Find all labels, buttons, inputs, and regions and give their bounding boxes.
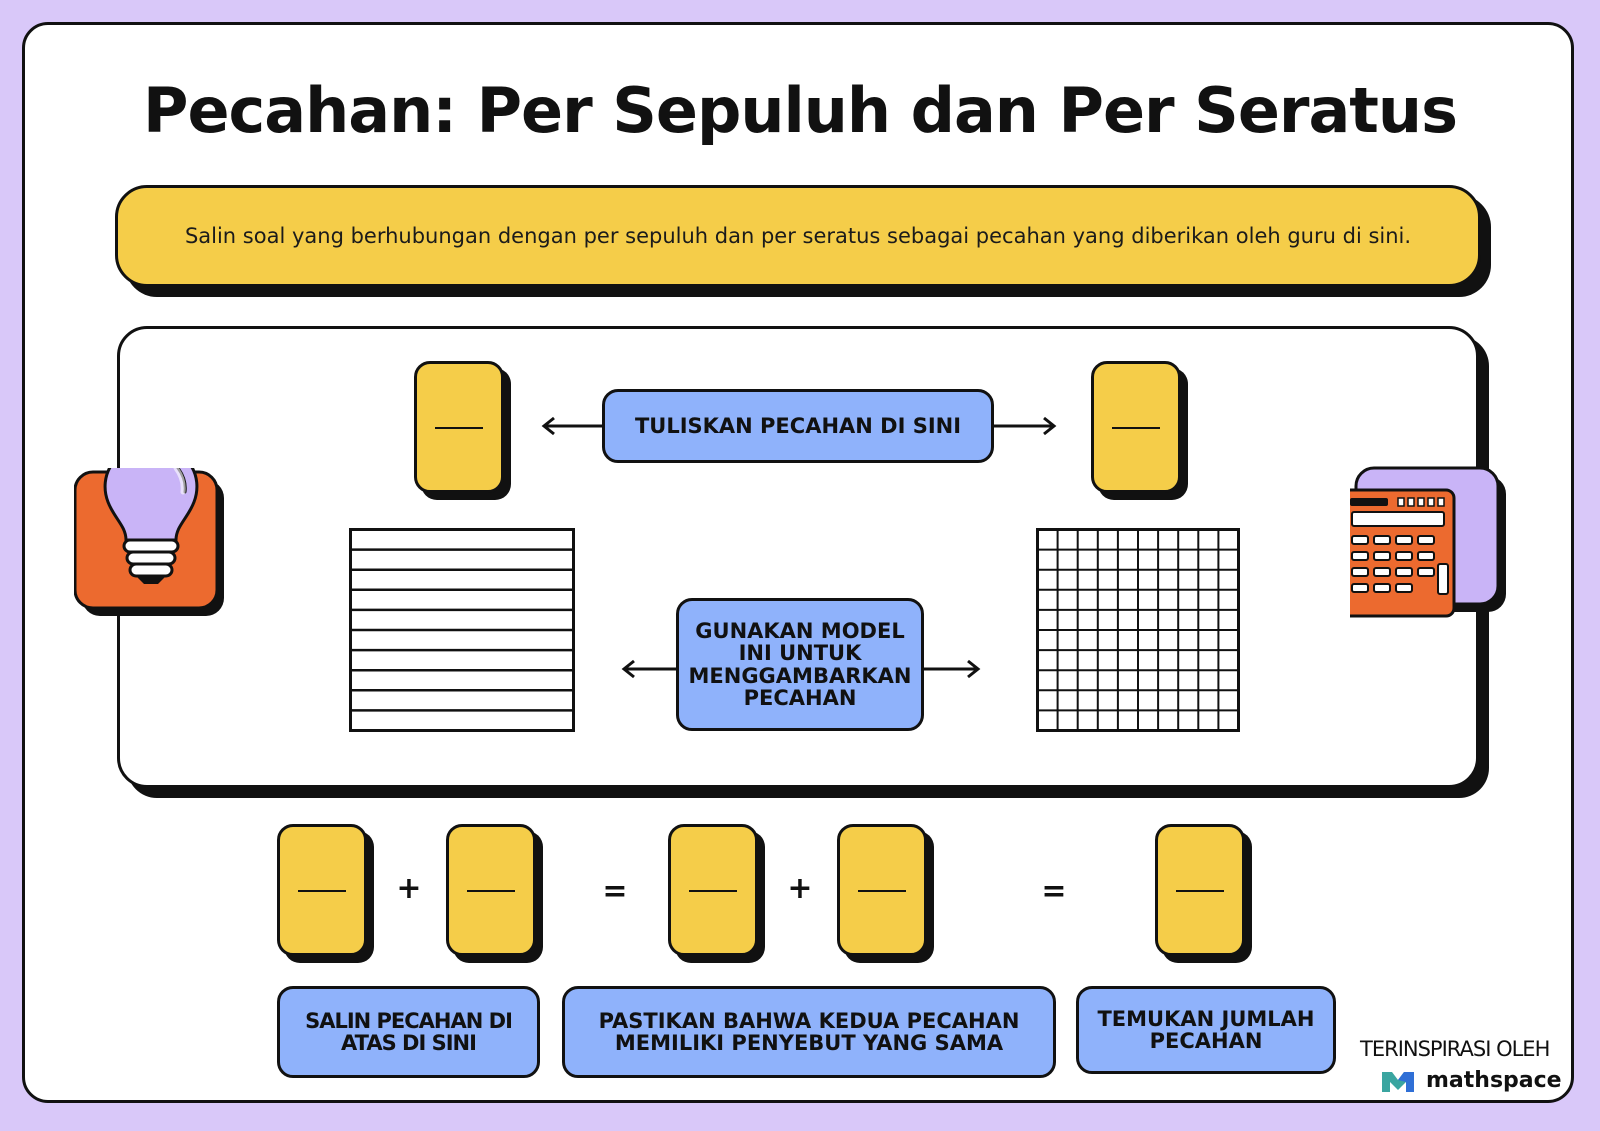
equals-sign: =: [1041, 874, 1067, 909]
hundredths-model-grid[interactable]: [1036, 528, 1240, 732]
lightbulb-icon: [73, 444, 234, 624]
tenths-model-grid[interactable]: [349, 528, 575, 732]
fraction-card-equivalent-1[interactable]: [668, 824, 758, 956]
inspired-by-text: TERINSPIRASI OLEH: [1360, 1037, 1550, 1061]
mathspace-logo-icon: [1380, 1068, 1416, 1094]
model-instruction-label: GUNAKAN MODEL INI UNTUK MENGGAMBARKAN PE…: [676, 598, 924, 731]
step-sum-label: TEMUKAN JUMLAH PECAHAN: [1076, 986, 1336, 1074]
plus-sign: +: [787, 871, 813, 906]
write-fraction-label: TULISKAN PECAHAN DI SINI: [602, 389, 994, 463]
fraction-card-tenths[interactable]: [414, 361, 504, 493]
arrow-right-icon: [924, 657, 984, 681]
page-title: Pecahan: Per Sepuluh dan Per Seratus: [143, 74, 1458, 147]
fraction-card-hundredths[interactable]: [1091, 361, 1181, 493]
fraction-card-equivalent-2[interactable]: [837, 824, 927, 956]
step-copy-label: SALIN PECAHAN DI ATAS DI SINI: [277, 986, 540, 1078]
fraction-card-sum[interactable]: [1155, 824, 1245, 956]
mathspace-brand: mathspace: [1426, 1068, 1562, 1093]
arrow-left-icon: [620, 657, 680, 681]
calculator-icon: [1340, 466, 1520, 636]
arrow-left-icon: [540, 414, 606, 438]
arrow-right-icon: [994, 414, 1060, 438]
step-denominator-label: PASTIKAN BAHWA KEDUA PECAHAN MEMILIKI PE…: [562, 986, 1056, 1078]
plus-sign: +: [396, 871, 422, 906]
fraction-card-addend-2[interactable]: [446, 824, 536, 956]
equals-sign: =: [602, 874, 628, 909]
fraction-card-addend-1[interactable]: [277, 824, 367, 956]
instruction-banner: Salin soal yang berhubungan dengan per s…: [115, 185, 1481, 287]
